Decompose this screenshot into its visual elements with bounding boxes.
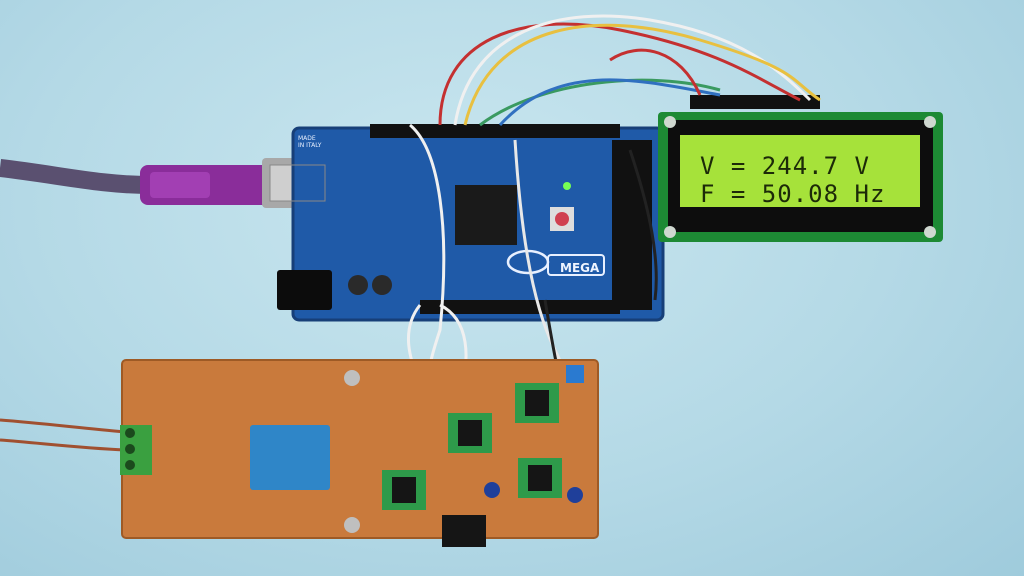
led-icon (563, 182, 571, 190)
usb-plug-icon (269, 164, 326, 202)
lcd-line-1: V = 244.7 V (700, 152, 870, 180)
perfboard (120, 359, 599, 547)
lcd-line-2: F = 50.08 Hz (700, 180, 886, 208)
lcd-module (658, 95, 943, 242)
jumper-wires (0, 14, 821, 452)
made-in-label: MADE IN ITALY (298, 135, 322, 149)
arduino-mega-board (277, 124, 665, 322)
board-logo: MEGA (560, 261, 600, 275)
